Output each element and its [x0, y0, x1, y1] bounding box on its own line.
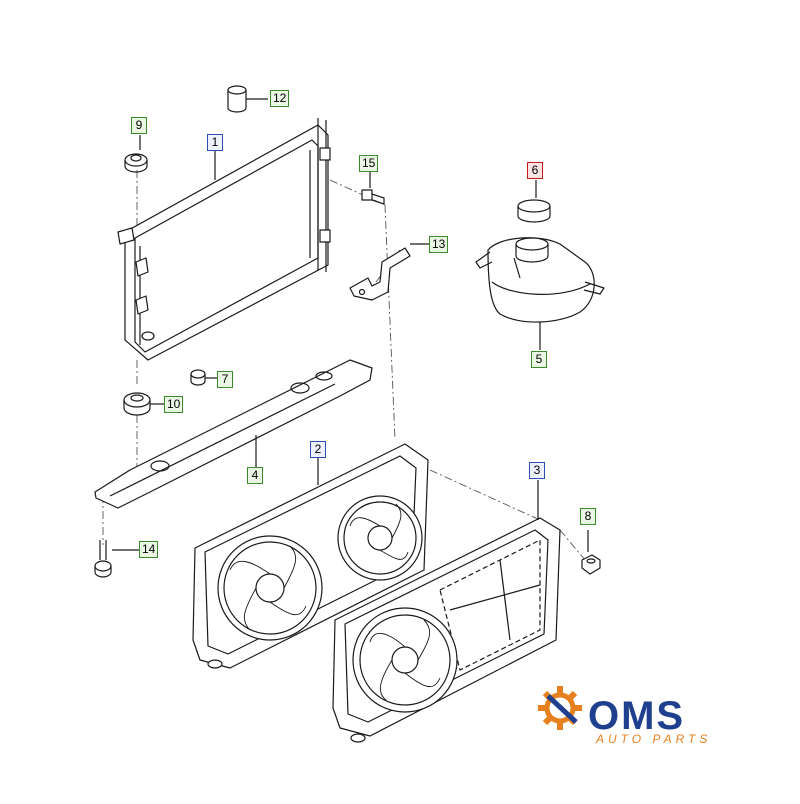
- mount-part-10: [123, 392, 164, 416]
- callout-2[interactable]: 2: [310, 441, 326, 458]
- nut-part-7: [190, 369, 218, 386]
- cap-part-6: [517, 180, 551, 223]
- callout-13[interactable]: 13: [429, 236, 449, 253]
- logo-tagline: AUTO PARTS: [596, 732, 712, 746]
- callout-14[interactable]: 14: [139, 541, 159, 558]
- callout-6[interactable]: 6: [527, 162, 543, 179]
- tank-part-5: [475, 237, 605, 350]
- callout-4[interactable]: 4: [247, 467, 263, 484]
- logo-brand: OMS: [588, 694, 686, 738]
- callout-7[interactable]: 7: [217, 371, 233, 388]
- oms-logo: OMS AUTO PARTS: [588, 696, 758, 746]
- fan-shroud-part-3: [332, 480, 561, 743]
- bolt-part-15: [361, 172, 385, 205]
- wrench-logo-icon: [546, 694, 578, 724]
- bracket-part-13: [349, 243, 432, 301]
- callout-15[interactable]: 15: [359, 155, 379, 172]
- callout-12[interactable]: 12: [270, 90, 290, 107]
- callout-10[interactable]: 10: [164, 396, 184, 413]
- callout-5[interactable]: 5: [531, 351, 547, 368]
- spacer-part-12: [227, 85, 268, 113]
- nut-part-8: [581, 530, 601, 575]
- callout-1[interactable]: 1: [207, 134, 223, 151]
- bolt-part-14: [94, 540, 140, 578]
- mount-part-9: [124, 135, 148, 173]
- fan-shroud-part-2: [192, 443, 429, 669]
- callout-3[interactable]: 3: [529, 462, 545, 479]
- radiator-part-1: [117, 118, 331, 361]
- crossmember-part-4: [94, 359, 373, 509]
- callout-8[interactable]: 8: [580, 508, 596, 525]
- callout-9[interactable]: 9: [131, 117, 147, 134]
